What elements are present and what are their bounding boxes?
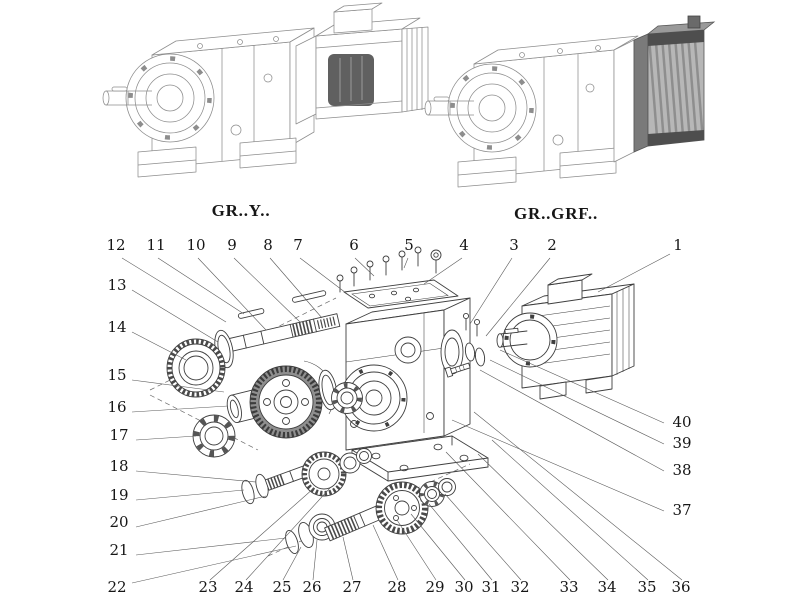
callout-23: 23	[198, 578, 217, 596]
callout-13: 13	[107, 276, 126, 294]
callout-31: 31	[481, 578, 500, 596]
callout-32: 32	[510, 578, 529, 596]
part-intermediate-set	[241, 448, 372, 505]
variant-label-gr-y: GR..Y..	[212, 201, 271, 220]
callout-21: 21	[109, 541, 128, 559]
callout-2: 2	[547, 236, 557, 254]
callout-19: 19	[109, 486, 128, 504]
eye-bolt	[430, 249, 442, 261]
part-cover-plate	[343, 279, 459, 309]
callout-labels: 12 11 10 9 8 7 6 5 4 3 2 1 13 14 15 16 1…	[106, 236, 691, 596]
callout-25: 25	[272, 578, 291, 596]
part-bearing-large	[192, 414, 236, 458]
part-key-small	[237, 308, 265, 319]
part-large-gear	[249, 360, 334, 439]
part-cover-bolts	[336, 246, 442, 293]
callout-3: 3	[509, 236, 519, 254]
part-key-long	[292, 290, 327, 303]
part-motor	[496, 273, 635, 400]
callout-9: 9	[227, 236, 237, 254]
variant-label-gr-grf: GR..GRF..	[514, 204, 598, 223]
callout-27: 27	[342, 578, 361, 596]
callout-35: 35	[637, 578, 656, 596]
callout-17: 17	[109, 426, 128, 444]
callout-7: 7	[293, 236, 303, 254]
callout-1: 1	[673, 236, 683, 254]
callout-38: 38	[672, 461, 691, 479]
callout-26: 26	[302, 578, 321, 596]
callout-18: 18	[109, 457, 128, 475]
callout-40: 40	[672, 413, 691, 431]
callout-33: 33	[559, 578, 578, 596]
callout-14: 14	[107, 318, 126, 336]
callout-28: 28	[387, 578, 406, 596]
callout-8: 8	[263, 236, 273, 254]
callout-16: 16	[107, 398, 126, 416]
callout-20: 20	[109, 513, 128, 531]
leader-lines	[121, 253, 683, 584]
exploded-view	[149, 246, 635, 557]
part-seal-rings	[166, 329, 234, 398]
callout-10: 10	[186, 236, 205, 254]
callout-6: 6	[349, 236, 359, 254]
assembled-view-gr-y	[102, 2, 429, 178]
part-housing	[340, 297, 489, 482]
callout-22: 22	[107, 578, 126, 596]
callout-30: 30	[454, 578, 473, 596]
hex-bolt	[444, 362, 471, 378]
callout-39: 39	[672, 434, 691, 452]
part-bearing-mid	[331, 382, 363, 414]
callout-36: 36	[671, 578, 690, 596]
callout-12: 12	[106, 236, 125, 254]
part-output-set	[285, 478, 456, 554]
callout-37: 37	[672, 501, 691, 519]
callout-24: 24	[234, 578, 253, 596]
callout-5: 5	[404, 236, 414, 254]
callout-29: 29	[425, 578, 444, 596]
callout-11: 11	[146, 236, 165, 254]
callout-4: 4	[459, 236, 469, 254]
part-input-hardware	[444, 312, 486, 378]
callout-34: 34	[597, 578, 616, 596]
assembled-view-gr-grf	[424, 15, 716, 188]
callout-15: 15	[107, 366, 126, 384]
